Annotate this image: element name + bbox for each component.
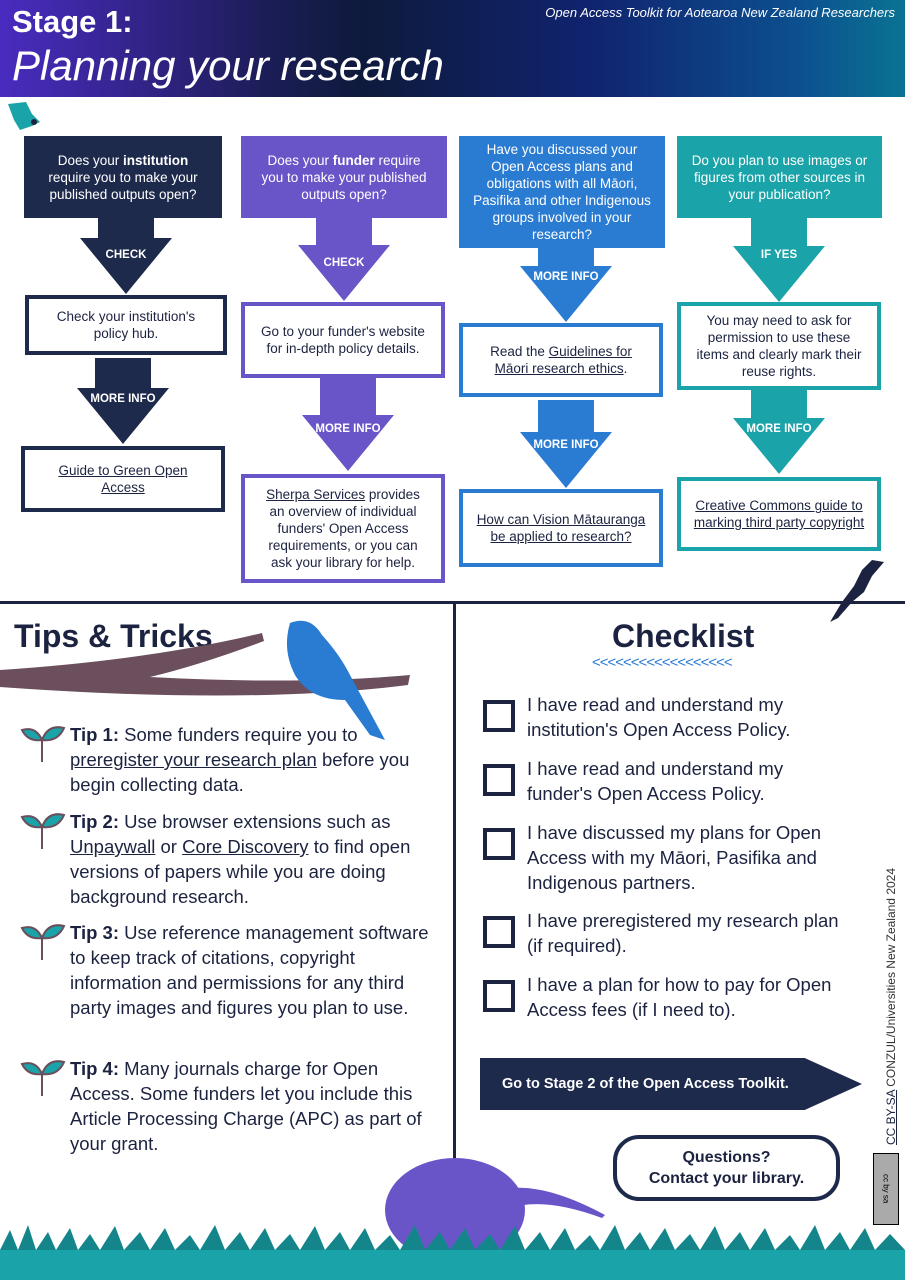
institution-policy-box: Check your institution's policy hub. — [25, 295, 227, 355]
checklist-item: I have read and understand my institutio… — [483, 692, 843, 742]
more-info-arrow: MORE INFO — [302, 378, 394, 471]
sherpa-services-link[interactable]: Sherpa Services — [266, 487, 366, 502]
seedling-icon — [20, 722, 70, 797]
tip-1: Tip 1: Some funders require you to prere… — [20, 722, 440, 797]
checkbox[interactable] — [483, 828, 515, 860]
institution-question: Does your institution require you to mak… — [24, 136, 222, 218]
page-title: Planning your research — [12, 42, 444, 89]
images-question: Do you plan to use images or figures fro… — [677, 136, 882, 218]
tip-4: Tip 4: Many journals charge for Open Acc… — [20, 1056, 440, 1156]
check-arrow: CHECK — [80, 218, 172, 294]
more-info-arrow: MORE INFO — [520, 248, 612, 322]
green-oa-guide-link[interactable]: Guide to Green Open Access — [58, 463, 188, 495]
checklist-item: I have a plan for how to pay for Open Ac… — [483, 972, 843, 1022]
check-arrow: CHECK — [298, 218, 390, 301]
checklist-item: I have preregistered my research plan (i… — [483, 908, 843, 958]
if-yes-arrow: IF YES — [733, 218, 825, 302]
seedling-icon — [20, 809, 70, 909]
core-discovery-link[interactable]: Core Discovery — [182, 836, 309, 857]
stage-label: Stage 1: — [12, 4, 133, 39]
cc-by-sa-link[interactable]: CC BY-SA — [884, 1090, 898, 1145]
funder-website-box: Go to your funder's website for in-depth… — [241, 302, 445, 378]
checkbox[interactable] — [483, 980, 515, 1012]
more-info-arrow: MORE INFO — [520, 400, 612, 488]
fern-divider-icon: <<<<<<<<<<<<<<<<<< — [592, 654, 733, 671]
green-oa-guide-box: Guide to Green Open Access — [21, 446, 225, 512]
toolkit-subtitle: Open Access Toolkit for Aotearoa New Zea… — [545, 5, 895, 20]
seedling-icon — [20, 1056, 70, 1156]
tip-3: Tip 3: Use reference management software… — [20, 920, 440, 1020]
funder-question: Does your funder require you to make you… — [241, 136, 447, 218]
grass-illustration — [0, 1225, 905, 1280]
seedling-icon — [20, 920, 70, 1020]
vision-matauranga-box: How can Vision Mātauranga be applied to … — [459, 489, 663, 567]
checklist-title: Checklist — [612, 618, 755, 654]
maori-ethics-guidelines-link[interactable]: Guidelines for Māori research ethics — [494, 344, 632, 376]
maori-pasifika-question: Have you discussed your Open Access plan… — [459, 136, 665, 248]
vision-matauranga-link[interactable]: How can Vision Mātauranga be applied to … — [476, 512, 646, 544]
checklist-item: I have read and understand my funder's O… — [483, 756, 843, 806]
checkbox[interactable] — [483, 916, 515, 948]
more-info-arrow: MORE INFO — [733, 390, 825, 474]
cc-license-badge: cc by sa — [873, 1153, 899, 1225]
license-text: CC BY-SA CONZUL/Universities New Zealand… — [884, 867, 898, 1145]
column-divider — [453, 604, 456, 1240]
preregister-link[interactable]: preregister your research plan — [70, 749, 317, 770]
permission-box: You may need to ask for permission to us… — [677, 302, 881, 390]
more-info-arrow: MORE INFO — [77, 358, 169, 444]
tui-bird-icon — [830, 560, 884, 622]
contact-library-bubble: Questions?Contact your library. — [613, 1135, 840, 1201]
fantail-bird-icon — [8, 102, 40, 130]
tip-2: Tip 2: Use browser extensions such as Un… — [20, 809, 440, 909]
branch-bird-illustration — [0, 620, 410, 740]
unpaywall-link[interactable]: Unpaywall — [70, 836, 156, 857]
checkbox[interactable] — [483, 700, 515, 732]
next-stage-button[interactable]: Go to Stage 2 of the Open Access Toolkit… — [480, 1058, 862, 1110]
tips-title: Tips & Tricks — [14, 618, 213, 654]
header-banner: Stage 1: Planning your research Open Acc… — [0, 0, 905, 97]
cc-guide-link[interactable]: Creative Commons guide to marking third … — [693, 498, 865, 530]
section-divider — [0, 601, 905, 604]
sherpa-services-box: Sherpa Services provides an overview of … — [241, 474, 445, 583]
checkbox[interactable] — [483, 764, 515, 796]
cc-guide-box: Creative Commons guide to marking third … — [677, 477, 881, 551]
checklist-item: I have discussed my plans for Open Acces… — [483, 820, 843, 895]
ethics-guidelines-box: Read the Guidelines for Māori research e… — [459, 323, 663, 397]
